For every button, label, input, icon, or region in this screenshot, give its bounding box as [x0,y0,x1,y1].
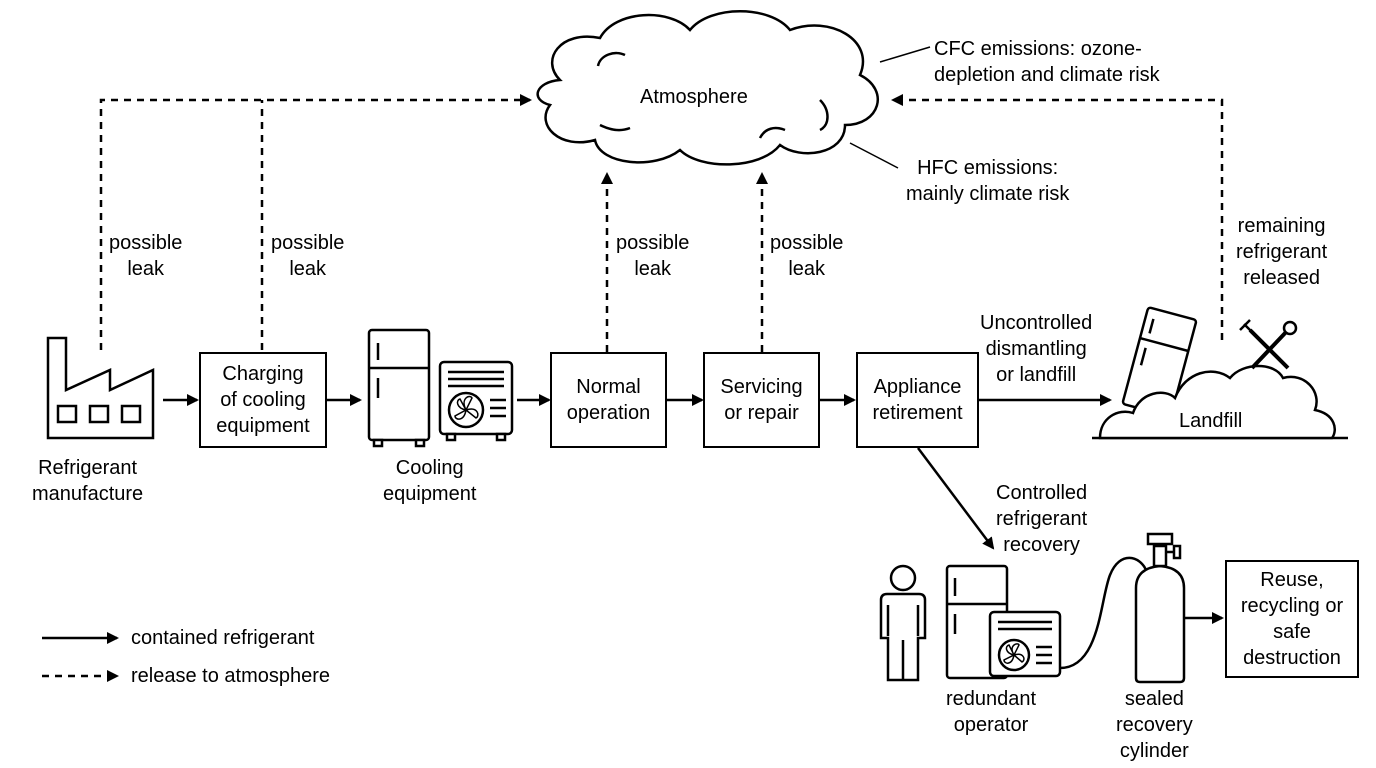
manufacture-label: Refrigerant manufacture [32,455,143,507]
remaining-label-line: released [1243,267,1320,289]
servicing-box: Servicing or repair [703,352,820,448]
landfill-release-arrow [891,94,1224,340]
servicing-line: or repair [724,402,799,424]
leak-label-charging: possible leak [271,230,344,282]
remaining-label-line: refrigerant [1236,241,1328,263]
cfc-pointer [879,46,931,63]
reuse-line: safe [1273,621,1311,643]
leak-label-line: leak [289,258,327,280]
reuse-line: destruction [1243,647,1341,669]
remaining-label-line: remaining [1237,215,1326,237]
hfc-note-line-2: mainly climate risk [906,183,1070,205]
tools-icon [1239,319,1298,370]
atmosphere-cloud [536,10,879,166]
operator-line: operator [953,714,1029,736]
cooling-equipment-label: Cooling equipment [383,455,476,507]
operator-line: redundant [946,688,1037,710]
hfc-note-line-1: HFC emissions: [917,157,1059,179]
recovery-hose [1059,556,1148,670]
uncontrolled-label: Uncontrolled dismantling or landfill [980,310,1092,388]
operator-label: redundant operator [946,686,1036,738]
redundant-ac-icon [988,610,1062,678]
cylinder-line: recovery [1116,714,1193,736]
charging-box: Charging of cooling equipment [199,352,327,448]
retirement-box: Appliance retirement [856,352,979,448]
cooling-line: Cooling [395,457,464,479]
cylinder-label: sealed recovery cylinder [1116,686,1193,764]
leak-label-line: leak [788,258,826,280]
uncontrolled-line: or landfill [996,364,1077,386]
manufacture-release-arrow [99,94,532,350]
cfc-note: CFC emissions: ozone- depletion and clim… [934,36,1160,88]
leak-label-line: possible [271,232,345,254]
retirement-line: Appliance [873,376,962,398]
cylinder-line: sealed [1124,688,1184,710]
servicing-line: Servicing [720,376,803,398]
normal-line: operation [566,402,651,424]
charging-line: of cooling [220,389,306,411]
hfc-pointer [849,142,899,169]
leak-label-normal: possible leak [616,230,689,282]
leak-label-line: possible [109,232,183,254]
reuse-line: Reuse, [1260,569,1324,591]
leak-label-line: leak [127,258,165,280]
charging-line: equipment [216,415,310,437]
controlled-line: Controlled [996,482,1088,504]
person-icon [879,564,927,682]
ac-unit-icon [438,360,514,442]
legend-release-label: release to atmosphere [131,665,331,687]
cooling-line: equipment [383,483,477,505]
fridge-icon [367,328,431,448]
arrow-retirement-recovery [917,447,995,550]
manufacture-line: manufacture [32,483,144,505]
cfc-note-line-2: depletion and climate risk [934,64,1160,86]
manufacture-line: Refrigerant [38,457,138,479]
cfc-note-line-1: CFC emissions: ozone- [934,38,1142,60]
landfill-label: Landfill [1179,410,1243,432]
landfill-icon [1092,306,1348,440]
leak-label-line: possible [770,232,844,254]
uncontrolled-line: dismantling [985,338,1087,360]
normal-operation-box: Normal operation [550,352,667,448]
remaining-label: remaining refrigerant released [1236,213,1327,291]
leak-label-line: leak [634,258,672,280]
leak-label-manufacture: possible leak [109,230,182,282]
leak-label-servicing: possible leak [770,230,843,282]
charging-line: Charging [222,363,304,385]
retirement-line: retirement [872,402,963,424]
controlled-label: Controlled refrigerant recovery [996,480,1087,558]
atmosphere-label: Atmosphere [640,86,748,108]
legend-contained-label: contained refrigerant [131,627,315,649]
factory-icon [46,336,155,440]
uncontrolled-line: Uncontrolled [980,312,1093,334]
normal-line: Normal [576,376,641,398]
controlled-line: recovery [1003,534,1080,556]
controlled-line: refrigerant [996,508,1088,530]
leak-label-line: possible [616,232,690,254]
cylinder-line: cylinder [1119,740,1189,762]
cylinder-icon [1134,532,1186,684]
hfc-note: HFC emissions: mainly climate risk [906,155,1069,207]
reuse-line: recycling or [1240,595,1344,617]
reuse-box: Reuse, recycling or safe destruction [1225,560,1359,678]
